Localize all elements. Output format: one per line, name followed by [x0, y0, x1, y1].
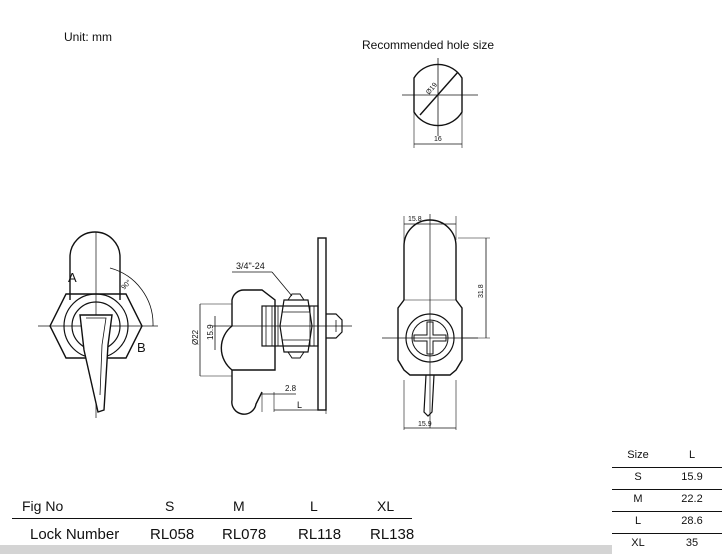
- fig-header-m: M: [233, 498, 245, 514]
- length-header: L: [688, 449, 696, 461]
- fig-header-l: L: [310, 498, 318, 514]
- fig-header-label: Fig No: [22, 498, 64, 514]
- size-row: L 28.6: [612, 512, 722, 534]
- dim28-label: 2.8: [285, 384, 297, 393]
- hole-width-label: 16: [434, 136, 442, 143]
- lock-number-xl: RL138: [370, 526, 415, 543]
- dimL-label: L: [297, 400, 302, 410]
- fig-header-xl: XL: [377, 498, 395, 514]
- size-cell: S: [634, 471, 642, 483]
- size-cell: L: [634, 515, 642, 527]
- size-cell: M: [633, 493, 643, 505]
- recommended-hole-label: Recommended hole size: [362, 38, 495, 52]
- label-b: B: [137, 340, 146, 355]
- lock-number-label: Lock Number: [30, 526, 120, 543]
- dim318-label: 31.8: [478, 284, 485, 298]
- size-row: M 22.2: [612, 490, 722, 512]
- dia22-label: Ø22: [191, 329, 200, 345]
- bottom-scroll-strip: [0, 545, 612, 554]
- size-cell: XL: [631, 537, 645, 549]
- unit-label: Unit: mm: [64, 30, 112, 44]
- fig-table-divider: [12, 518, 412, 519]
- back-view: 15.8 31.8 15.9: [382, 214, 490, 430]
- length-cell: 35: [685, 537, 699, 549]
- length-cell: 22.2: [681, 493, 703, 505]
- size-table: Size L S 15.9 M 22.2 L 28.6 XL 35: [612, 446, 722, 555]
- front-view: A B 90°: [38, 231, 158, 418]
- lock-number-m: RL078: [222, 526, 267, 543]
- dim159-label: 15.9: [418, 421, 432, 428]
- hole-view: Ø19 16: [402, 58, 478, 148]
- thread-label: 3/4"-24: [236, 261, 265, 271]
- size-header: Size: [627, 449, 649, 461]
- size-row: XL 35: [612, 534, 722, 555]
- lock-number-s: RL058: [150, 526, 195, 543]
- dia159-label: 15.9: [206, 324, 215, 340]
- label-a: A: [68, 270, 77, 285]
- dim158-label: 15.8: [408, 216, 422, 223]
- side-view: 3/4"-24 Ø22 15.9 2.8 L: [191, 237, 352, 415]
- angle-label: 90°: [120, 278, 133, 291]
- lock-number-l: RL118: [298, 526, 342, 543]
- fig-header-s: S: [165, 498, 175, 514]
- size-table-header: Size L: [612, 446, 722, 468]
- hole-dia-label: Ø19: [425, 82, 439, 97]
- size-row: S 15.9: [612, 468, 722, 490]
- length-cell: 28.6: [681, 515, 703, 527]
- length-cell: 15.9: [681, 471, 703, 483]
